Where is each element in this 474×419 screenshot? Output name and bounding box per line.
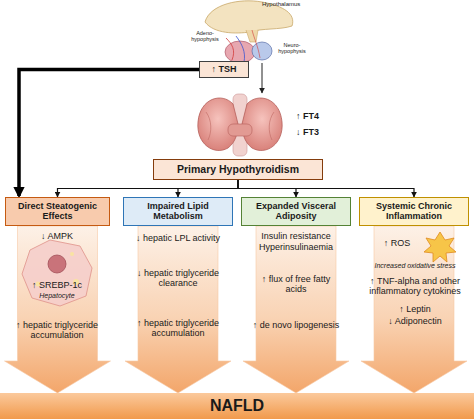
effect-text: ↑ flux of free fatty acids [250,274,342,294]
block-arrow [125,226,231,393]
pituitary-stalk [246,30,258,42]
hormone-level: ↓ FT3 [296,127,336,137]
effect-note: Increased oxidative stress [366,262,464,270]
flow-arrow [178,180,238,197]
effect-text: ↑ de novo lipogenesis [250,320,342,330]
box-text: Direct Steatogenic Effects [6,202,109,222]
box-text: ↑ TSH [211,65,236,75]
block-arrow [5,226,111,393]
ros-burst [424,232,456,262]
effect-text: ↑ SREBP-1c [12,280,102,290]
hormone-level: ↑ FT4 [296,111,336,121]
box-text: Expanded Visceral Adiposity [242,202,350,222]
blood-vessel [236,36,245,62]
anatomy-label: Hypothalamus [262,1,322,8]
block-arrow [243,226,349,393]
effect-text: ↓ Adiponectin [366,316,464,326]
effect-text: ↑ hepatic triglyceride accumulation [132,318,224,338]
flow-arrow [58,180,239,197]
mechanism-box: Expanded Visceral Adiposity [241,197,351,226]
hormone-box: ↑ TSH [199,61,249,78]
effect-text: ↓ hepatic LPL activity [132,233,224,243]
flow-arrow [238,180,414,197]
adenohypophysis-shape [225,41,255,63]
outcome-band: NAFLD [0,393,474,419]
effect-text: ↓ AMPK [12,231,102,241]
anatomy-label: Neuro-hypophysis [273,42,311,54]
lipid-droplet [70,252,74,256]
effect-text: Insulin resistance [250,231,342,241]
effect-text: ↑ ROS [372,238,422,248]
neurohypophysis-shape [252,42,272,60]
block-arrow [361,226,467,393]
mechanism-box: Impaired Lipid Metabolism [123,197,233,226]
box-text: Impaired Lipid Metabolism [124,202,232,222]
effect-text: ↓ hepatic triglyceride clearance [132,268,224,288]
hormone-arrow [262,63,263,93]
blood-vessel [226,38,234,60]
anatomy-label: Adeno-hypophysis [186,30,224,42]
cell-label: Hepatocyte [12,292,102,300]
effect-text: Hyperinsulinaemia [250,242,342,252]
effect-text: ↑ Leptin [366,304,464,314]
mechanism-box: Systemic Chronic Inflammation [359,197,469,226]
thyroid-texture [206,112,274,140]
box-text: NAFLD [210,397,264,415]
effect-text: ↑ TNF-alpha and other inflammatory cytok… [366,276,464,296]
condition-box: Primary Hypothyroidism [153,159,323,180]
mechanism-box: Direct Steatogenic Effects [5,197,110,226]
hepatocyte-nucleus [48,255,66,273]
box-text: Systemic Chronic Inflammation [360,202,468,222]
thyroid-isthmus [228,124,252,136]
box-text: Primary Hypothyroidism [177,164,299,176]
effect-text: ↑ hepatic triglyceride accumulation [14,320,100,340]
blood-vessel [252,30,260,58]
